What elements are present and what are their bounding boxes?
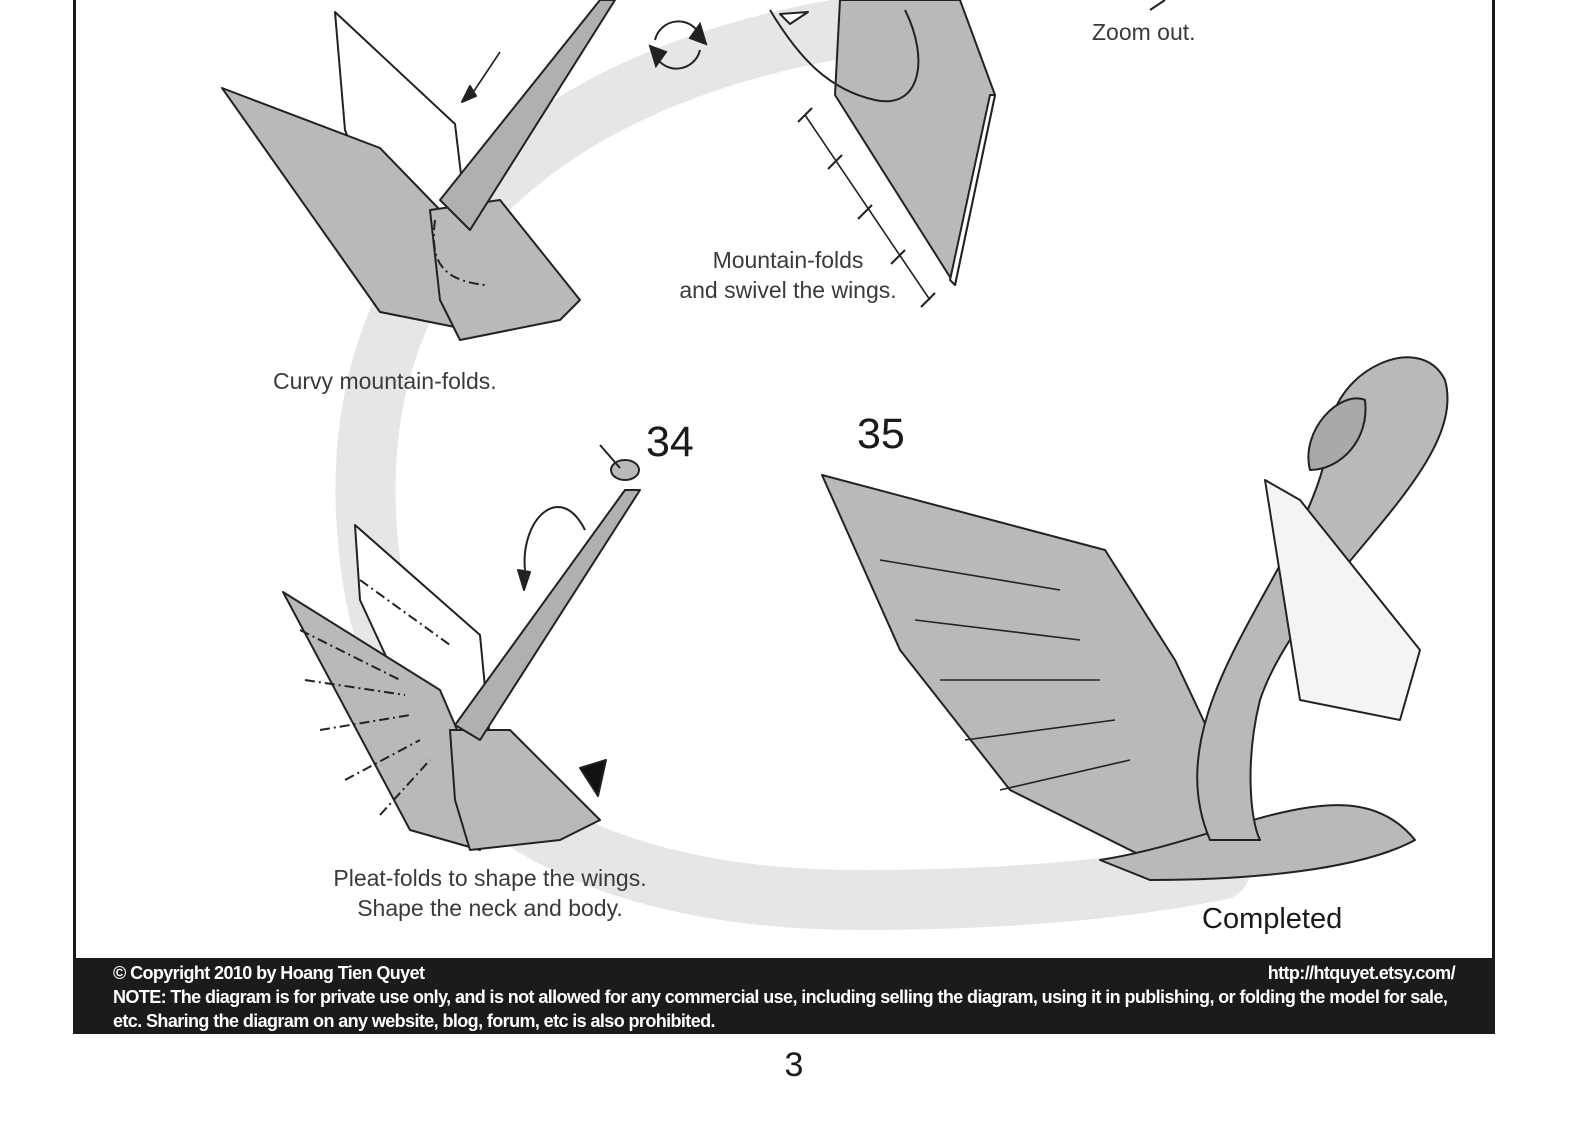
rotate-icon	[648, 20, 708, 70]
step-34-note: Pleat-folds to shape the wings. Shape th…	[300, 863, 680, 923]
step-b-note-line2: and swivel the wings.	[679, 277, 897, 303]
copyright-text: © Copyright 2010 by Hoang Tien Quyet	[113, 963, 425, 983]
completed-swan	[821, 356, 1449, 881]
completed-label: Completed	[1202, 903, 1343, 935]
step-a-note: Curvy mountain-folds.	[273, 368, 497, 394]
step-b-note: Mountain-folds and swivel the wings.	[640, 245, 936, 305]
usage-note: NOTE: The diagram is for private use onl…	[113, 987, 1448, 1031]
step-34-number: 34	[646, 418, 694, 466]
step-35-number: 35	[857, 410, 905, 458]
zoom-out-note: Zoom out.	[1092, 19, 1196, 45]
step-34-note-line1: Pleat-folds to shape the wings.	[333, 865, 647, 891]
step-a-model	[221, 0, 616, 341]
website-link[interactable]: http://htquyet.etsy.com/	[1267, 963, 1456, 983]
step-34-model	[282, 444, 641, 851]
step-b-model	[769, 0, 996, 308]
diagram-panel	[73, 0, 1495, 958]
step-b-note-line1: Mountain-folds	[712, 247, 864, 273]
step-34-note-line2: Shape the neck and body.	[357, 895, 623, 921]
page-number: 3	[784, 1046, 804, 1084]
copyright-footer: © Copyright 2010 by Hoang Tien Quyet htt…	[73, 958, 1495, 1034]
zoom-out-pointer	[1149, 0, 1166, 11]
